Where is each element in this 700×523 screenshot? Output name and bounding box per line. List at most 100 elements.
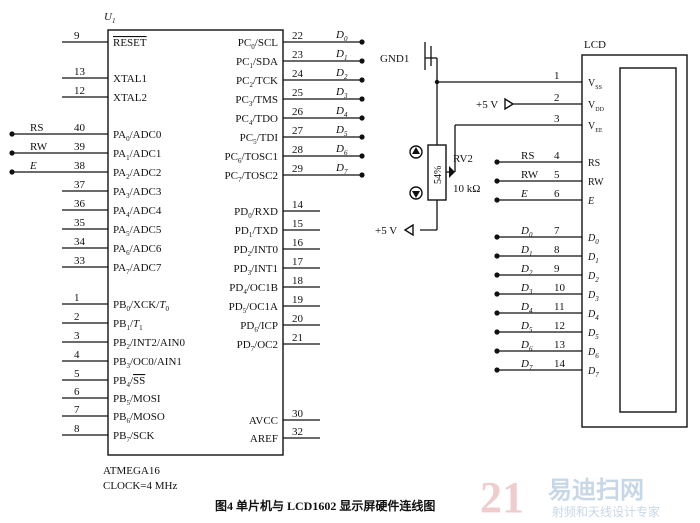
pot-supply-label: +5 V: [375, 225, 397, 237]
mcu-pin-label: PC2/TCK: [236, 75, 278, 89]
vdd-supply-label: +5 V: [476, 99, 498, 111]
mcu-pin-label: PB3/OC0/AIN1: [113, 356, 182, 370]
mcu-pin-number: 20: [292, 313, 304, 325]
mcu-net-d2: D2: [335, 67, 348, 81]
lcd-pin-label: D2: [587, 271, 599, 284]
mcu-net-d5: D5: [335, 124, 348, 138]
mcu-pin-number: 18: [292, 275, 304, 287]
lcd-pin-label: VSS: [588, 78, 602, 91]
mcu-pin-number: 34: [74, 236, 86, 248]
mcu-pin-label: PA5/ADC5: [113, 224, 162, 238]
mcu-pin-label: PB6/MOSO: [113, 411, 165, 425]
lcd-net-e: E: [520, 188, 528, 200]
mcu-pin-number: 4: [74, 349, 80, 361]
mcu-pin-number: 32: [292, 426, 303, 438]
mcu-pin-number: 39: [74, 141, 86, 153]
mcu-pin-label: PC7/TOSC2: [225, 170, 278, 184]
mcu-pin-number: 13: [74, 66, 86, 78]
pot-value: 10 kΩ: [453, 183, 480, 195]
lcd-pin-number: 13: [554, 339, 566, 351]
vee-wiper-wire: [446, 124, 582, 178]
lcd-pin-number: 8: [554, 244, 560, 256]
mcu-pin-number: 3: [74, 330, 80, 342]
pot-increase-icon[interactable]: [409, 145, 423, 159]
mcu-pin-number: 27: [292, 125, 304, 137]
mcu-pin-number: 24: [292, 68, 304, 80]
mcu-pin-number: 16: [292, 237, 304, 249]
mcu-pin-number: 38: [74, 160, 86, 172]
mcu-net-rs: RS: [30, 122, 43, 134]
mcu-pin-label: PB2/INT2/AIN0: [113, 337, 185, 351]
power-network: GND1 +5 V 54% RV2 10 kΩ: [375, 42, 582, 237]
mcu-pin-label: PC5/TDI: [240, 132, 279, 146]
lcd-net-d5: D5: [520, 320, 533, 334]
lcd-pin-label: D5: [587, 328, 599, 341]
mcu-net-d6: D6: [335, 143, 348, 157]
mcu-pin-number: 19: [292, 294, 304, 306]
mcu-ref: U1: [104, 11, 115, 25]
mcu-net-d7: D7: [335, 162, 348, 176]
mcu-pin-number: 5: [74, 368, 80, 380]
vdd-supply: +5 V: [476, 97, 582, 111]
lcd-pin-number: 10: [554, 282, 566, 294]
mcu-pin-label: PD2/INT0: [234, 244, 279, 258]
mcu-pin-label: PA3/ADC3: [113, 186, 162, 200]
lcd-screen: [619, 67, 677, 413]
mcu-pin-label: PC6/TOSC1: [225, 151, 278, 165]
mcu-pin-label: PD7/OC2: [237, 339, 278, 353]
mcu-pin-number: 35: [74, 217, 86, 229]
mcu-pin-label: PD3/INT1: [234, 263, 278, 277]
lcd-pin-number: 6: [554, 188, 560, 200]
mcu-pin-number: 36: [74, 198, 86, 210]
lcd-pin-label: D6: [587, 347, 599, 360]
mcu-pin-number: 22: [292, 30, 303, 42]
lcd-pin-label: VEE: [588, 121, 603, 134]
pot-decrease-icon[interactable]: [409, 186, 423, 200]
mcu-pin-label: PA7/ADC7: [113, 262, 162, 276]
lcd-pin-number: 9: [554, 263, 560, 275]
mcu-net-d3: D3: [335, 86, 348, 100]
mcu-pin-number: 23: [292, 49, 304, 61]
mcu-pin-number: 9: [74, 30, 80, 42]
lcd-pin-number: 3: [554, 113, 560, 125]
mcu-pin-label: PA2/ADC2: [113, 167, 161, 181]
lcd-net-d6: D6: [520, 339, 533, 353]
ground-symbol: GND1: [380, 42, 582, 145]
watermark-number: 21: [480, 473, 524, 522]
mcu-body: [107, 29, 284, 456]
